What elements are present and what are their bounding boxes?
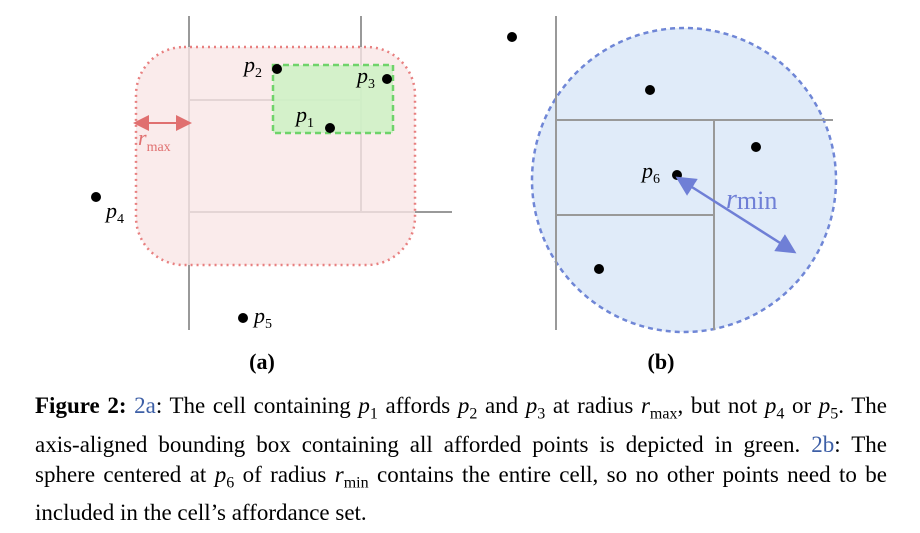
point-bottom bbox=[594, 264, 604, 274]
rmax-label: rmax bbox=[138, 125, 171, 155]
point-p3 bbox=[382, 74, 392, 84]
rmin-arrow bbox=[675, 176, 797, 254]
point-p6 bbox=[672, 170, 682, 180]
point-upper bbox=[645, 85, 655, 95]
figure-2-diagram: rmax p1 p2 p3 p4 p5 (a) bbox=[91, 16, 838, 374]
ref-2b[interactable]: 2b bbox=[811, 431, 835, 457]
label-p5: p5 bbox=[252, 303, 272, 332]
point-p1 bbox=[325, 123, 335, 133]
ref-2a[interactable]: 2a bbox=[134, 393, 156, 418]
point-p5 bbox=[238, 313, 248, 323]
panel-a: rmax p1 p2 p3 p4 p5 (a) bbox=[91, 16, 452, 374]
figure-caption: Figure 2: 2a: The cell containing p1 aff… bbox=[35, 393, 888, 526]
point-p2 bbox=[272, 64, 282, 74]
point-p4 bbox=[91, 192, 101, 202]
point-right bbox=[751, 142, 761, 152]
panel-b-label: (b) bbox=[648, 349, 675, 374]
rmin-label: rmin bbox=[726, 184, 777, 215]
figure-label: Figure 2: bbox=[35, 393, 127, 418]
point-top-left bbox=[507, 32, 517, 42]
panel-b: p6 rmin (b) bbox=[507, 16, 838, 374]
label-p4: p4 bbox=[104, 198, 124, 227]
afforded-bbox bbox=[271, 63, 395, 135]
rmin-sphere bbox=[530, 26, 838, 334]
panel-a-label: (a) bbox=[249, 349, 275, 374]
